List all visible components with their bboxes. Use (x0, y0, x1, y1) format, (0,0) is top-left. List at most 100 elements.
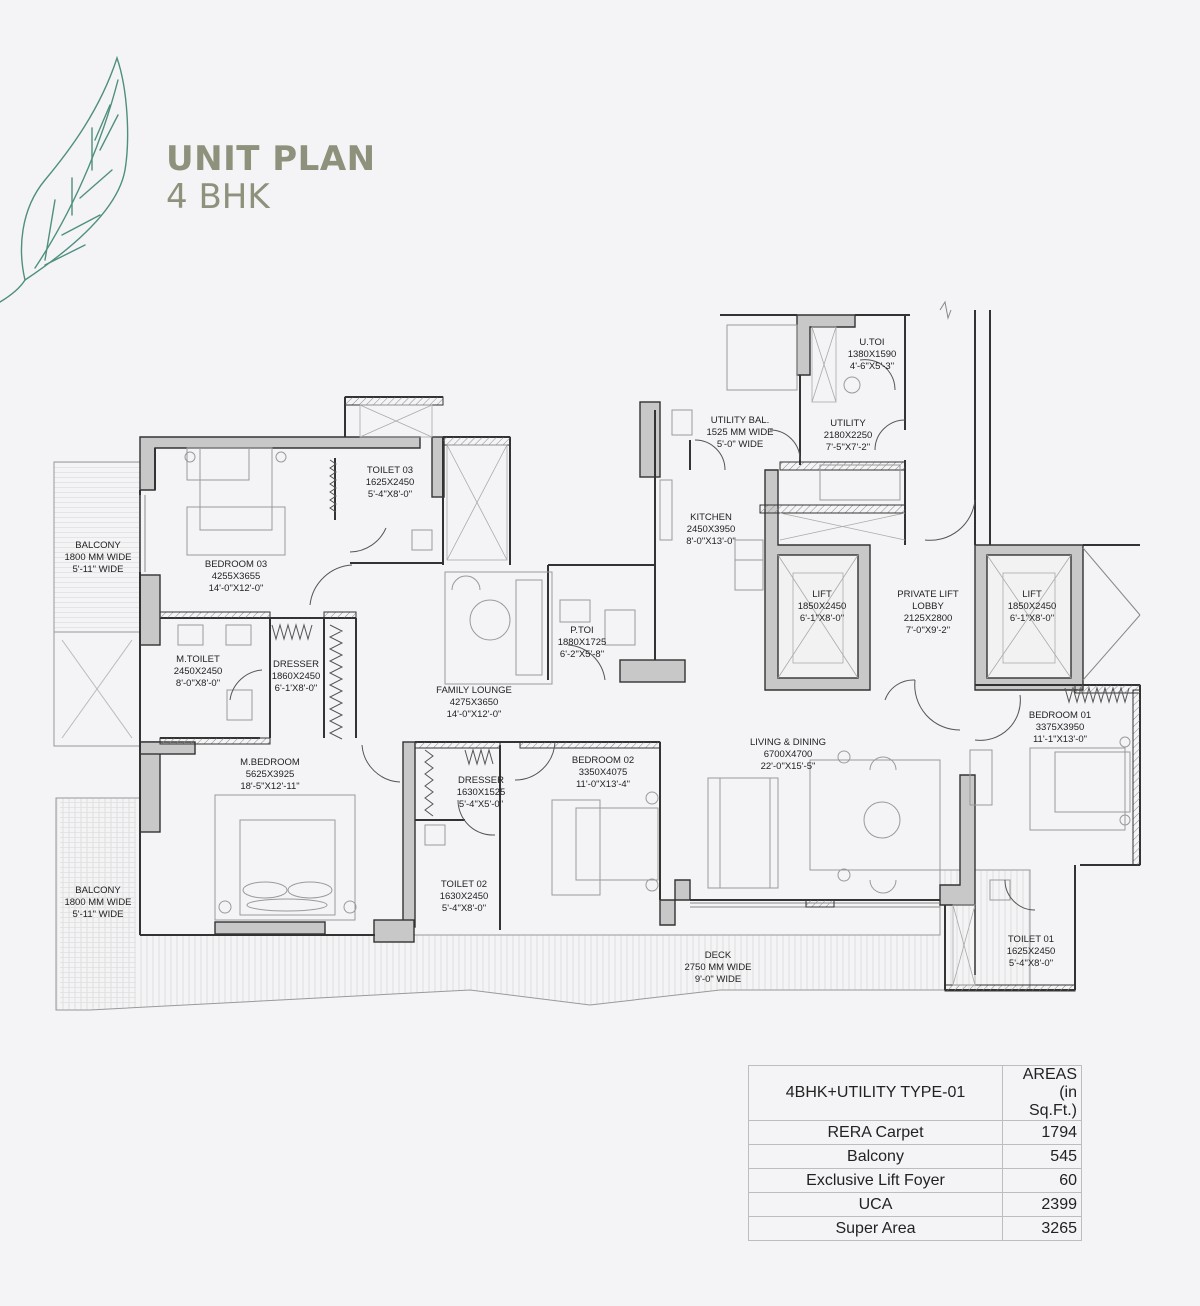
room-dim-ft: 14'-0"X12'-0" (446, 709, 502, 720)
room-dim-ft: 5'-4"X5'-0" (458, 799, 504, 810)
room-dim-mm: 4275X3650 (449, 697, 499, 708)
room-dim-ft: 6'-2"X5'-8" (559, 649, 605, 660)
room-label-dresser-2: DRESSER 1630X1525 5'-4"X5'-0" (457, 775, 506, 811)
areas-units: (in Sq.Ft.) (1028, 1084, 1077, 1119)
room-dim-mm: 3350X4075 (578, 767, 628, 778)
floor-plan (53, 300, 1141, 1011)
row-value: 3265 (1002, 1216, 1082, 1241)
room-dim-ft: 6'-1"X8'-0" (1009, 613, 1055, 624)
room-label-toilet-01: TOILET 01 1625X2450 5'-4"X8'-0" (1007, 934, 1056, 970)
areas-label: AREAS (1022, 1066, 1077, 1083)
room-dim-mm: 4255X3655 (211, 571, 261, 582)
room-dim-ft: 5'-4"X8'-0" (441, 903, 487, 914)
area-table: 4BHK+UTILITY TYPE-01 AREAS (in Sq.Ft.) R… (748, 1065, 1082, 1241)
row-value: 2399 (1002, 1192, 1082, 1217)
room-name: DRESSER (458, 775, 504, 786)
room-label-u-toi: U.TOI 1380X1590 4'-6"X5'-3" (848, 337, 897, 373)
room-label-p-toi: P.TOI 1880X1725 6'-2"X5'-8" (558, 625, 607, 661)
row-value: 1794 (1002, 1120, 1082, 1145)
room-name: DECK (704, 950, 732, 961)
room-name: U.TOI (859, 337, 885, 348)
room-label-utility: UTILITY 2180X2250 7'-5"X7'-2" (824, 418, 873, 454)
row-label: Super Area (748, 1216, 1003, 1241)
room-label-m-toilet: M.TOILET 2450X2450 8'-0"X8'-0" (174, 654, 223, 690)
room-dim-ft: 4'-6"X5'-3" (849, 361, 895, 372)
room-name: BALCONY (75, 540, 121, 551)
room-label-living-dining: LIVING & DINING 6700X4700 22'-0"X15'-5" (750, 737, 826, 773)
room-dim-mm: 2450X3950 (686, 524, 736, 535)
room-name: LIVING & DINING (749, 737, 827, 748)
room-dim-ft: 5'-0" WIDE (716, 439, 764, 450)
room-dim-mm: 6700X4700 (763, 749, 813, 760)
table-row: Balcony 545 (748, 1144, 1082, 1169)
room-dim-ft: 11'-0"X13'-4" (575, 779, 631, 790)
room-dim-mm: 1525 MM WIDE (706, 427, 774, 438)
room-dim-ft: 22'-0"X15'-5" (760, 761, 816, 772)
room-dim-mm: 2180X2250 (823, 430, 873, 441)
room-label-lift-1: LIFT 1850X2450 6'-1"X8'-0" (798, 589, 847, 625)
room-name: BALCONY (75, 885, 121, 896)
room-dim-ft: 6'-1'X8'-0" (274, 683, 318, 694)
room-name-line2: LOBBY (912, 601, 944, 612)
table-row: UCA 2399 (748, 1192, 1082, 1217)
room-name: LIFT (1022, 589, 1042, 600)
room-dim-ft: 6'-1"X8'-0" (799, 613, 845, 624)
room-name: TOILET 02 (440, 879, 488, 890)
room-name: FAMILY LOUNGE (436, 685, 512, 696)
room-dim-ft: 5'-4"X8'-0" (367, 489, 413, 500)
room-dim-mm: 1625X2450 (365, 477, 415, 488)
row-label: RERA Carpet (748, 1120, 1003, 1145)
room-label-balcony-bottom: BALCONY 1800 MM WIDE 5'-11" WIDE (64, 885, 131, 921)
room-dim-ft: 8'-0"X8'-0" (175, 678, 221, 689)
room-dim-ft: 11'-1"X13'-0" (1032, 734, 1088, 745)
room-name: M.BEDROOM (240, 757, 300, 768)
room-label-kitchen: KITCHEN 2450X3950 8'-0"X13'-0" (686, 512, 735, 548)
room-label-family-lounge: FAMILY LOUNGE 4275X3650 14'-0"X12'-0" (436, 685, 512, 721)
room-name: TOILET 01 (1007, 934, 1055, 945)
room-dim-mm: 1630X2450 (439, 891, 489, 902)
room-label-utility-bal: UTILITY BAL. 1525 MM WIDE 5'-0" WIDE (706, 415, 773, 451)
leaf-icon (0, 55, 129, 303)
room-label-toilet-03: TOILET 03 1625X2450 5'-4"X8'-0" (366, 465, 415, 501)
room-dim-ft: 14'-0"X12'-0" (208, 583, 264, 594)
room-label-bedroom-01: BEDROOM 01 3375X3950 11'-1"X13'-0" (1029, 710, 1091, 746)
row-value: 545 (1002, 1144, 1082, 1169)
room-dim-mm: 2450X2450 (173, 666, 223, 677)
room-dim-ft: 5'-4"X8'-0" (1008, 958, 1054, 969)
room-dim-mm: 1630X1525 (456, 787, 506, 798)
areas-header: AREAS (in Sq.Ft.) (1002, 1065, 1082, 1121)
title-bhk: 4 BHK (166, 177, 270, 217)
room-dim-ft: 5'-11" WIDE (72, 909, 124, 920)
row-label: Exclusive Lift Foyer (748, 1168, 1003, 1193)
unit-type-header: 4BHK+UTILITY TYPE-01 (748, 1065, 1003, 1121)
room-dim-ft: 18'-5"X12'-11" (240, 781, 300, 792)
room-label-deck: DECK 2750 MM WIDE 9'-0" WIDE (684, 950, 751, 986)
room-dim-mm: 2750 MM WIDE (684, 962, 752, 973)
room-dim-ft: 7'-5"X7'-2" (825, 442, 871, 453)
room-name: UTILITY BAL. (710, 415, 770, 426)
room-label-toilet-02: TOILET 02 1630X2450 5'-4"X8'-0" (440, 879, 489, 915)
room-name: P.TOI (570, 625, 594, 636)
room-label-private-lift-lobby: PRIVATE LIFT LOBBY 2125X2800 7'-0"X9'-2" (897, 589, 958, 637)
room-dim-mm: 1880X1725 (557, 637, 607, 648)
room-dim-mm: 1625X2450 (1006, 946, 1056, 957)
area-table-header: 4BHK+UTILITY TYPE-01 AREAS (in Sq.Ft.) (748, 1065, 1082, 1121)
room-dim-mm: 1850X2450 (797, 601, 847, 612)
room-dim-ft: 7'-0"X9'-2" (905, 625, 951, 636)
table-row: RERA Carpet 1794 (748, 1120, 1082, 1145)
room-dim-ft: 8'-0"X13'-0" (686, 536, 736, 547)
room-dim-ft: 9'-0" WIDE (694, 974, 742, 985)
room-name: LIFT (812, 589, 832, 600)
room-dim-mm: 1800 MM WIDE (64, 552, 132, 563)
room-name: UTILITY (830, 418, 866, 429)
room-name: KITCHEN (690, 512, 732, 523)
room-label-dresser-1: DRESSER 1860X2450 6'-1'X8'-0" (272, 659, 321, 695)
row-label: UCA (748, 1192, 1003, 1217)
room-dim-mm: 5625X3925 (245, 769, 295, 780)
room-dim-mm: 1860X2450 (271, 671, 321, 682)
room-name: BEDROOM 03 (204, 559, 268, 570)
page-title: UNIT PLAN 4 BHK (166, 140, 376, 216)
room-label-m-bedroom: M.BEDROOM 5625X3925 18'-5"X12'-11" (240, 757, 300, 793)
room-label-balcony-top: BALCONY 1800 MM WIDE 5'-11" WIDE (64, 540, 131, 576)
table-row: Super Area 3265 (748, 1216, 1082, 1241)
